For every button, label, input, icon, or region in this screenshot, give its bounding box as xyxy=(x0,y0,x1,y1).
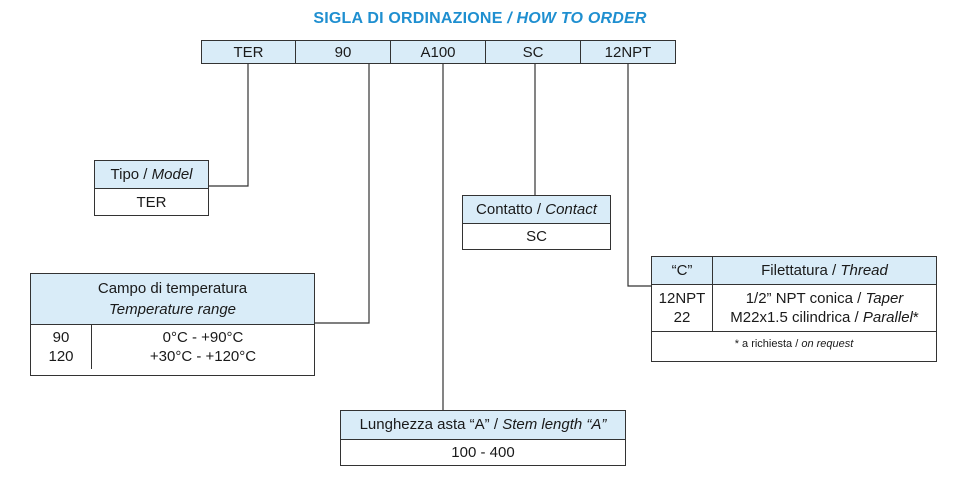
thread-col1-header: “C” xyxy=(652,257,713,285)
order-code-row: TER 90 A100 SC 12NPT xyxy=(201,40,676,64)
thread-header-it: Filettatura / xyxy=(761,262,841,279)
code-cell-temperature: 90 xyxy=(295,40,391,64)
contact-value: SC xyxy=(526,228,547,245)
page-title: SIGLA DI ORDINAZIONE / HOW TO ORDER xyxy=(0,10,960,28)
temperature-box: Campo di temperatura Temperature range 9… xyxy=(30,273,315,376)
code-cell-model: TER xyxy=(201,40,296,64)
temperature-header: Campo di temperatura Temperature range xyxy=(31,274,314,325)
contact-header-en: Contact xyxy=(545,201,597,218)
thread-box: “C” Filettatura / Thread 12NPT 1/2” NPT … xyxy=(651,256,937,362)
title-italian: SIGLA DI ORDINAZIONE xyxy=(313,10,503,27)
thread-note: * a richiesta / on request xyxy=(652,332,936,356)
temperature-code: 120 xyxy=(31,347,92,369)
thread-desc-en: Taper xyxy=(865,290,904,307)
connector-model xyxy=(208,64,249,187)
thread-note-it: * a richiesta / xyxy=(734,338,802,350)
stem-header-en: Stem length “A” xyxy=(502,416,607,433)
title-separator: / xyxy=(502,10,517,27)
code-cell-thread: 12NPT xyxy=(580,40,676,64)
temperature-header-it: Campo di temperatura xyxy=(97,280,248,297)
stem-header: Lunghezza asta “A” / Stem length “A” xyxy=(341,411,625,440)
model-header-it: Tipo / xyxy=(110,166,152,183)
temperature-range: 0°C - +90°C xyxy=(162,329,244,346)
temperature-code: 90 xyxy=(31,325,92,347)
connector-temperature xyxy=(314,64,370,324)
thread-desc-it: 1/2” NPT conica / xyxy=(745,290,866,307)
thread-desc-it: M22x1.5 cilindrica / xyxy=(730,309,863,326)
temperature-header-en: Temperature range xyxy=(108,301,237,318)
thread-table: “C” Filettatura / Thread 12NPT 1/2” NPT … xyxy=(652,257,936,332)
temperature-table: 90 0°C - +90°C 120 +30°C - +120°C xyxy=(31,325,314,369)
stem-box: Lunghezza asta “A” / Stem length “A” 100… xyxy=(340,410,626,466)
stem-value: 100 - 400 xyxy=(451,444,515,461)
model-box: Tipo / Model TER xyxy=(94,160,209,216)
thread-note-en: on request xyxy=(801,338,854,350)
thread-desc: 1/2” NPT conica / Taper xyxy=(713,285,937,309)
model-header-en: Model xyxy=(151,166,193,183)
contact-box: Contatto / Contact SC xyxy=(462,195,611,250)
thread-code: 22 xyxy=(652,308,713,332)
model-value: TER xyxy=(136,194,167,211)
thread-desc: M22x1.5 cilindrica / Parallel* xyxy=(712,308,936,332)
temperature-range: +30°C - +120°C xyxy=(149,348,257,365)
thread-code: 12NPT xyxy=(652,284,713,308)
code-cell-stem: A100 xyxy=(390,40,486,64)
table-row: 22 M22x1.5 cilindrica / Parallel* xyxy=(652,308,936,332)
table-row: 12NPT 1/2” NPT conica / Taper xyxy=(652,284,937,309)
thread-header-en: Thread xyxy=(840,262,888,279)
table-row: 120 +30°C - +120°C xyxy=(31,347,314,369)
stem-header-it: Lunghezza asta “A” / xyxy=(359,416,503,433)
contact-header: Contatto / Contact xyxy=(463,196,610,224)
thread-header: Filettatura / Thread xyxy=(712,257,936,285)
thread-desc-en: Parallel xyxy=(862,309,913,326)
thread-header-row: “C” Filettatura / Thread xyxy=(652,257,936,285)
title-english: HOW TO ORDER xyxy=(516,10,647,27)
model-header: Tipo / Model xyxy=(95,161,208,189)
thread-desc-suffix: * xyxy=(912,309,919,326)
code-cell-contact: SC xyxy=(485,40,581,64)
connector-thread xyxy=(627,64,651,287)
contact-header-it: Contatto / xyxy=(476,201,546,218)
table-row: 90 0°C - +90°C xyxy=(31,325,314,347)
